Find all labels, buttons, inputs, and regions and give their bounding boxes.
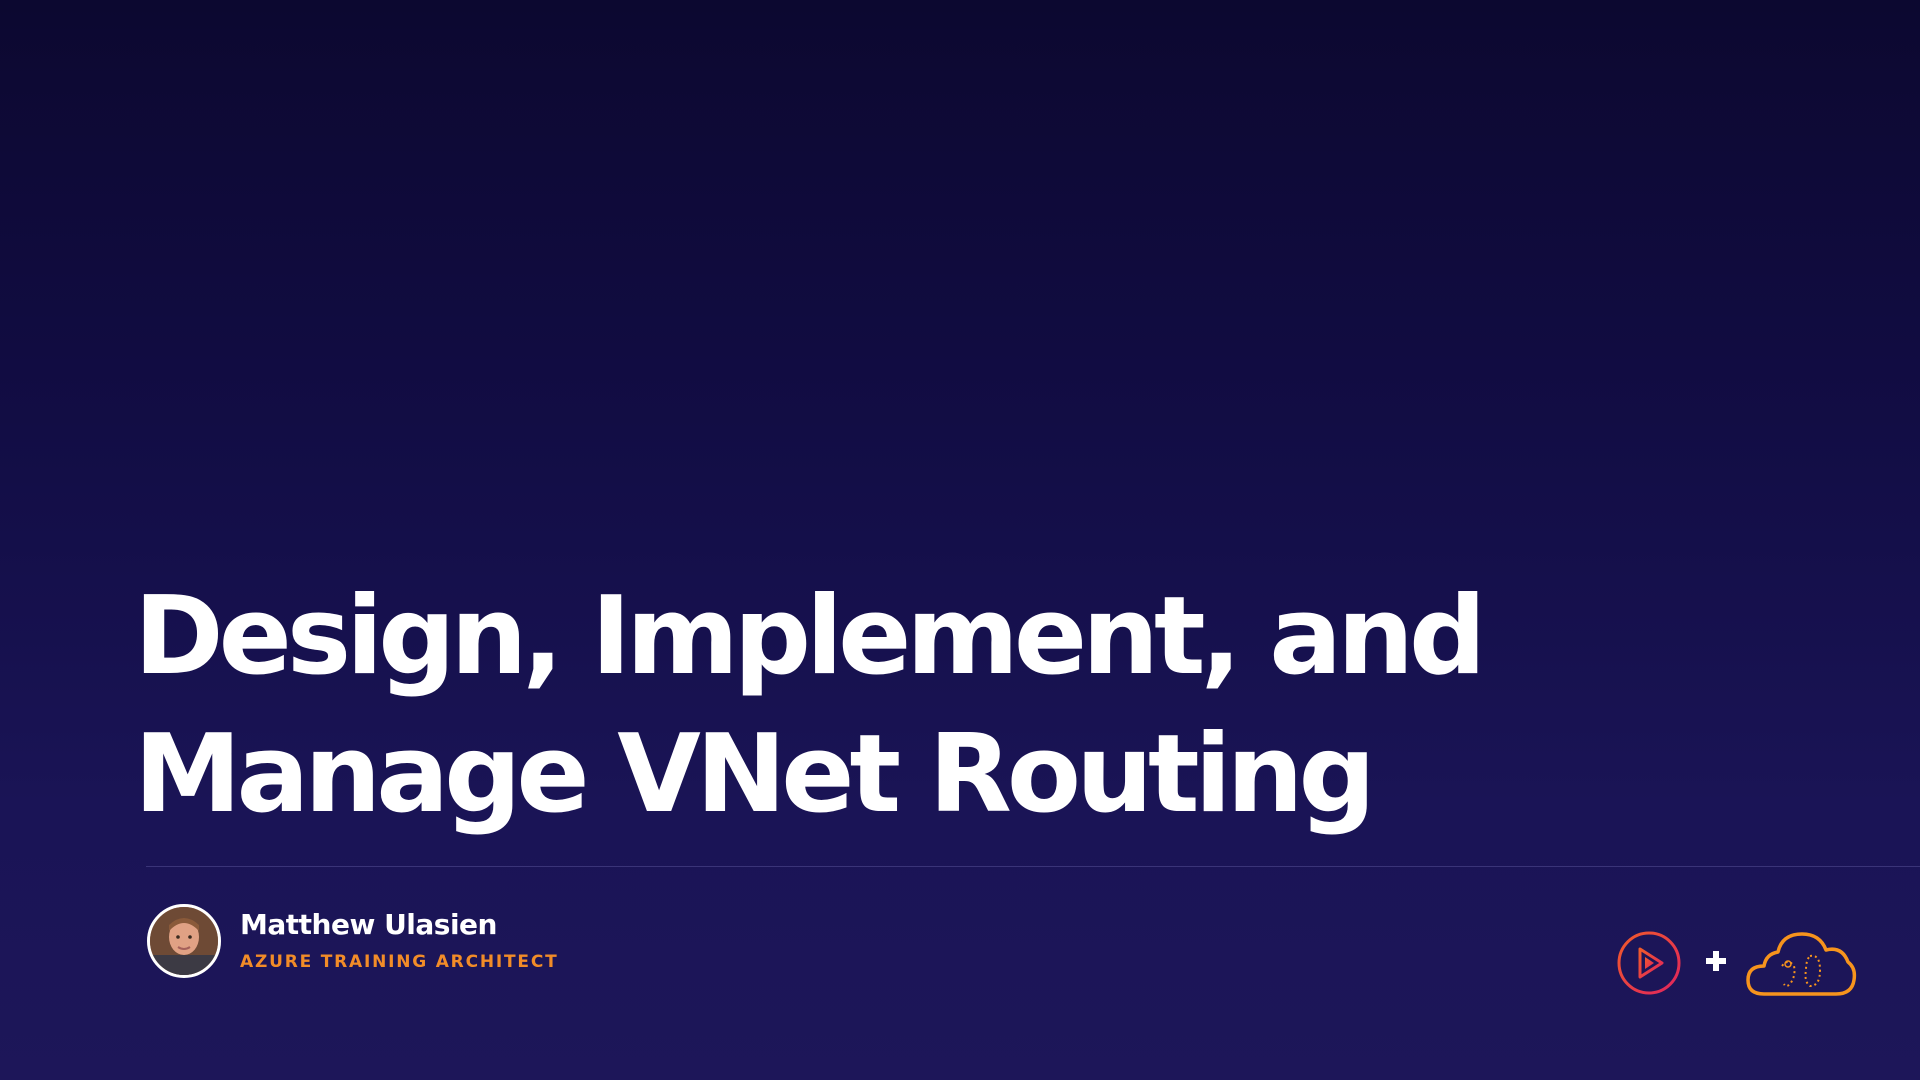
acloudguru-cloud-logo-icon: [1744, 926, 1858, 1002]
slide-title-line-2: Manage VNet Routing: [134, 712, 1376, 837]
slide-title: Design, Implement, and Manage VNet Routi…: [134, 568, 1634, 844]
divider: [146, 866, 1920, 867]
pluralsight-logo-icon: [1616, 930, 1682, 996]
author-role: AZURE TRAINING ARCHITECT: [240, 952, 559, 972]
author-name: Matthew Ulasien: [240, 908, 497, 941]
plus-icon: [1701, 946, 1731, 976]
avatar: [147, 904, 221, 978]
slide-title-line-1: Design, Implement, and: [134, 574, 1486, 699]
